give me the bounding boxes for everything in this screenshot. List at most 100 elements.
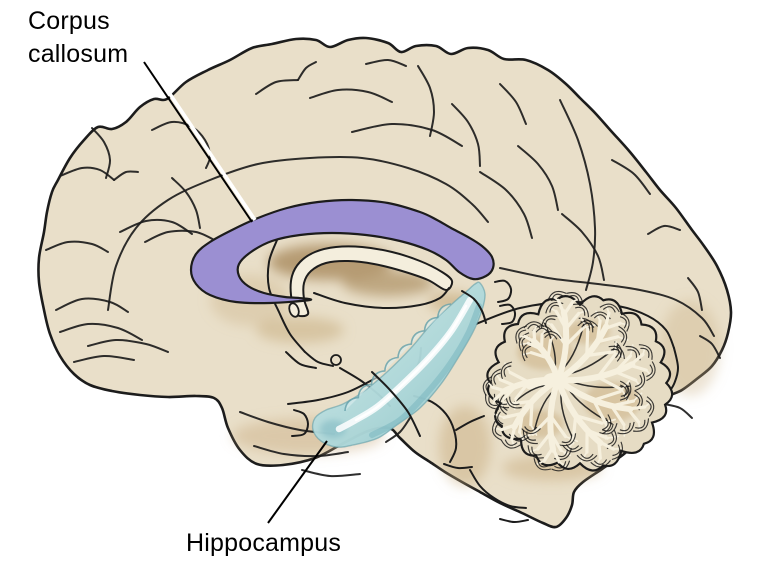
sulcus-line [499,83,527,125]
arbor-vitae-twig [609,399,635,408]
sulcus-line [351,122,463,147]
folia-line [590,460,611,468]
folia-line [608,345,625,359]
arbor-vitae-twig [628,352,645,367]
hippocampus-head-shade [320,420,346,438]
folia-line [533,458,552,471]
arbor-vitae-twig [597,439,602,460]
arbor-vitae-twig [539,333,544,351]
midline-structure-line [304,351,334,367]
shading-blob [660,300,720,396]
folia-line [611,441,624,461]
arbor-vitae-twig [585,428,610,440]
folia-line [535,327,549,334]
arbor-vitae-twig [502,384,518,400]
midline-structure-line [455,415,485,431]
arbor-vitae-twig [595,335,620,344]
arbor-vitae-twig [642,345,647,356]
sulcus-line [647,224,681,235]
sulcus-line [171,177,201,229]
folia-line [523,321,545,329]
folia-line [544,333,558,340]
folia-line [602,414,612,435]
folia-line [493,393,510,409]
folia-line [581,322,595,329]
arbor-vitae-twig [536,431,553,451]
folia-line [575,306,586,316]
folia-line [544,318,556,327]
sulcus-line [559,99,597,291]
hippocampus-leader-line [267,440,328,524]
folia-line [527,445,544,459]
arbor-vitae-twig [549,414,568,439]
corpus-callosum-label: Corpus callosum [28,7,129,68]
arbor-vitae-twig [514,380,531,401]
arbor-vitae-twig [563,442,574,455]
sulcus-line [119,218,193,235]
overlapping-outline [494,279,513,303]
arbor-vitae-twig [494,371,501,381]
arbor-vitae-twig [619,380,631,393]
leader-lines [143,58,328,524]
folia-line [619,312,630,332]
arbor-vitae-twig [498,378,518,388]
folia-line [504,439,518,446]
folia-line [500,439,521,449]
sulcus-line [113,170,139,181]
midline-structure-line [285,351,317,369]
arbor-vitae-twig [499,423,517,432]
arbor-vitae-twig [562,300,575,316]
folia-line [509,396,520,406]
sulcus-line [479,171,533,239]
arbor-vitae-twig [494,413,505,419]
folia-line [646,364,653,378]
sulcus-line [301,469,361,478]
folia-line [645,400,652,414]
midline-structure-line [443,463,473,470]
arbor-vitae-twig [592,398,609,427]
arbor-vitae-twig [508,370,531,384]
folia-line [522,429,538,445]
arbor-vitae-twig [556,298,566,316]
folia-line [520,427,542,435]
folia-line [527,323,541,330]
arbor-vitae-twig [518,431,525,442]
folia-line [494,408,504,429]
folia-line [599,303,620,313]
folia-line [494,424,502,437]
sulcus-line [517,145,559,211]
arbor-vitae-twig [564,326,585,347]
arbor-vitae-twig [613,340,617,357]
sulcus-line [91,127,112,179]
folia-line [524,426,538,432]
corpus-callosum-group [189,198,495,305]
folia-line [499,394,507,415]
folia-line [646,361,656,382]
folia-line [599,423,618,435]
arbor-vitae-twig [521,351,533,356]
folia-line [646,396,655,417]
sulcus-line [499,267,715,337]
arbor-vitae-twig [531,414,553,436]
overlapping-outline [371,371,421,437]
midline-structure-line [499,518,529,524]
overlapping-outline [461,290,487,324]
folia-line [635,419,646,429]
overlapping-outline [499,303,517,325]
folia-line [537,459,549,468]
arbor-vitae-twig [645,369,653,378]
arbor-vitae-twig [619,322,629,326]
folia-line [485,380,493,393]
arbor-vitae-twig [585,327,590,358]
folia-line [497,411,504,425]
overlapping-outlines [371,279,517,437]
hippocampus-shade-stripe [369,303,482,438]
sulcus-line [297,61,317,81]
hippocampus-highlight-core [354,304,468,422]
sulcus-line [451,103,481,167]
sulcus-line [611,159,651,195]
folia-line [619,382,632,401]
folia-line [619,316,627,329]
folia-line [638,344,653,360]
folia-line [612,444,621,457]
